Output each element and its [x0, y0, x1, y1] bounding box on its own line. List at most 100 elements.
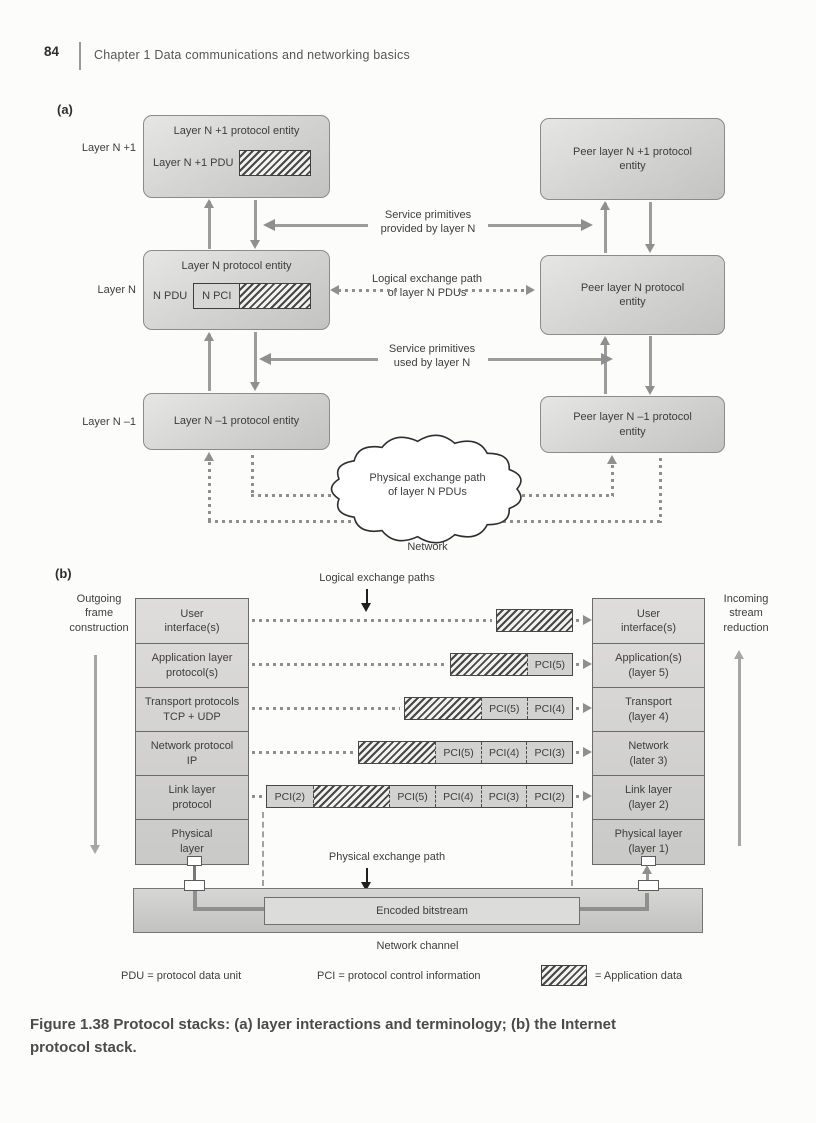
layer-n-protocol-entity-box: Layer N protocol entity N PDU N PCI [143, 250, 330, 330]
right-stack-row-label: Application(s) (layer 5) [615, 652, 682, 679]
dotted-line [208, 455, 211, 523]
encoded-bitstream-box: Encoded bitstream [264, 897, 580, 925]
right-arrow-line [488, 224, 582, 227]
logical-path-dotted-line [576, 795, 583, 798]
encoded-bitstream-label: Encoded bitstream [376, 904, 468, 917]
peer-layer-n1-box: Peer layer N +1 protocol entity [540, 118, 725, 200]
figure-caption: Figure 1.38 Protocol stacks: (a) layer i… [30, 1016, 616, 1056]
right-stack-row-1: User interface(s) [593, 599, 704, 643]
peer-layer-nm1-title: Peer layer N –1 protocol entity [573, 411, 692, 438]
pci-segment: PCI(5) [435, 742, 481, 763]
left-arrowhead [263, 219, 275, 231]
dotted-up-arrowhead [607, 455, 617, 464]
left-stack-row-4: Network protocol IP [136, 731, 248, 775]
up-arrowhead [600, 201, 610, 210]
right-stack-row-6: Physical layer (layer 1) [593, 819, 704, 863]
dotted-line [208, 520, 373, 523]
left-stack-row-2: Application layer protocol(s) [136, 643, 248, 687]
up-arrow-line [604, 203, 607, 253]
dotted-left-arrowhead [330, 285, 339, 295]
left-stack-row-label: Application layer protocol(s) [151, 652, 233, 679]
connector-line [193, 866, 196, 882]
logical-path-dotted-line [576, 663, 583, 666]
dotted-right-arrowhead [583, 791, 592, 801]
layer-n1-pdu-data-swatch [239, 150, 312, 177]
up-arrow-line [646, 871, 649, 883]
left-stack-row-label: Transport protocols TCP + UDP [144, 696, 240, 723]
incoming-stream-reduction-label: Incoming stream reduction [723, 593, 769, 634]
peer-layer-n-box: Peer layer N protocol entity [540, 255, 725, 335]
pdu-row-5: PCI(2)PCI(5)PCI(4)PCI(3)PCI(2) [266, 785, 573, 808]
right-stack-row-4: Network (later 3) [593, 731, 704, 775]
right-stack-row-label: Physical layer (layer 1) [614, 828, 683, 855]
right-channel-connector [638, 880, 659, 891]
dotted-line [338, 289, 398, 292]
legend-application-data-swatch [541, 965, 587, 986]
side-label-layer-n1: Layer N +1 [81, 142, 136, 154]
header-divider [79, 42, 81, 70]
down-arrowhead [250, 240, 260, 249]
dotted-line [494, 494, 614, 497]
peer-layer-n1-title: Peer layer N +1 protocol entity [573, 145, 692, 172]
right-arrow-line [488, 358, 602, 361]
pci-segment: PCI(5) [481, 698, 527, 719]
figure-a-label: (a) [57, 102, 73, 117]
layer-n1-pdu-label: Layer N +1 PDU [153, 157, 234, 170]
network-channel-label: Network channel [376, 940, 459, 952]
logical-path-dotted-line [252, 707, 400, 710]
application-data-segment [405, 698, 482, 719]
legend-app: = Application data [595, 970, 683, 982]
pci-segment: PCI(4) [480, 742, 527, 763]
network-cloud [330, 434, 522, 544]
legend-pdu: PDU = protocol data unit [121, 970, 242, 982]
layer-n1-box-title: Layer N +1 protocol entity [173, 125, 300, 137]
application-data-segment [312, 786, 390, 807]
layer-n-box-title: Layer N protocol entity [181, 260, 292, 272]
right-arrowhead [581, 219, 593, 231]
pdu-row-3: PCI(5)PCI(4) [404, 697, 573, 720]
dotted-line [611, 458, 614, 497]
layer-n-pci-label: N PCI [194, 284, 241, 309]
dotted-line [251, 494, 361, 497]
pci-segment: PCI(2) [526, 786, 573, 807]
up-arrow-line [208, 201, 211, 249]
left-arrow-line [274, 224, 368, 227]
layer-nm1-protocol-entity-box: Layer N –1 protocol entity [143, 393, 330, 450]
up-arrowhead [204, 332, 214, 341]
left-arrow-line [270, 358, 378, 361]
dotted-up-arrowhead [204, 452, 214, 461]
down-arrow-line [649, 336, 652, 388]
outgoing-arrow-line [94, 655, 97, 847]
pci-segment: PCI(3) [480, 786, 527, 807]
right-stack-row-label: Link layer (layer 2) [624, 784, 673, 811]
pci-segment: PCI(5) [526, 654, 572, 675]
dotted-line [251, 455, 254, 497]
dotted-right-arrowhead [583, 659, 592, 669]
chapter-title: Chapter 1 Data communications and networ… [94, 48, 410, 62]
layer-n1-protocol-entity-box: Layer N +1 protocol entity Layer N +1 PD… [143, 115, 330, 198]
down-arrow-line [649, 202, 652, 246]
pci-segment: PCI(4) [526, 698, 573, 719]
cloud-label: Physical exchange path of layer N PDUs [369, 472, 486, 499]
down-arrowhead [250, 382, 260, 391]
dotted-line [659, 458, 662, 523]
pdu-row-4: PCI(5)PCI(4)PCI(3) [358, 741, 573, 764]
right-arrowhead [601, 353, 613, 365]
logical-exchange-path-label: Logical exchange path of layer N PDUs [371, 273, 483, 300]
down-arrowhead [645, 244, 655, 253]
legend-pci: PCI = protocol control information [317, 970, 481, 982]
black-down-arrow-line [366, 589, 368, 605]
left-protocol-stack: User interface(s)Application layer proto… [135, 598, 249, 865]
peer-layer-n-title: Peer layer N protocol entity [580, 281, 685, 308]
dotted-line [458, 289, 526, 292]
right-stack-row-label: Network (later 3) [628, 740, 669, 767]
up-arrow-line [208, 334, 211, 391]
dotted-right-arrowhead [583, 703, 592, 713]
frame-boundary-dash [571, 812, 573, 886]
pci-segment: PCI(2) [267, 786, 313, 807]
application-data-segment [497, 610, 572, 631]
logical-path-dotted-line [252, 795, 262, 798]
left-channel-connector [184, 880, 205, 891]
up-arrow-line [604, 338, 607, 394]
up-arrowhead [642, 865, 652, 874]
